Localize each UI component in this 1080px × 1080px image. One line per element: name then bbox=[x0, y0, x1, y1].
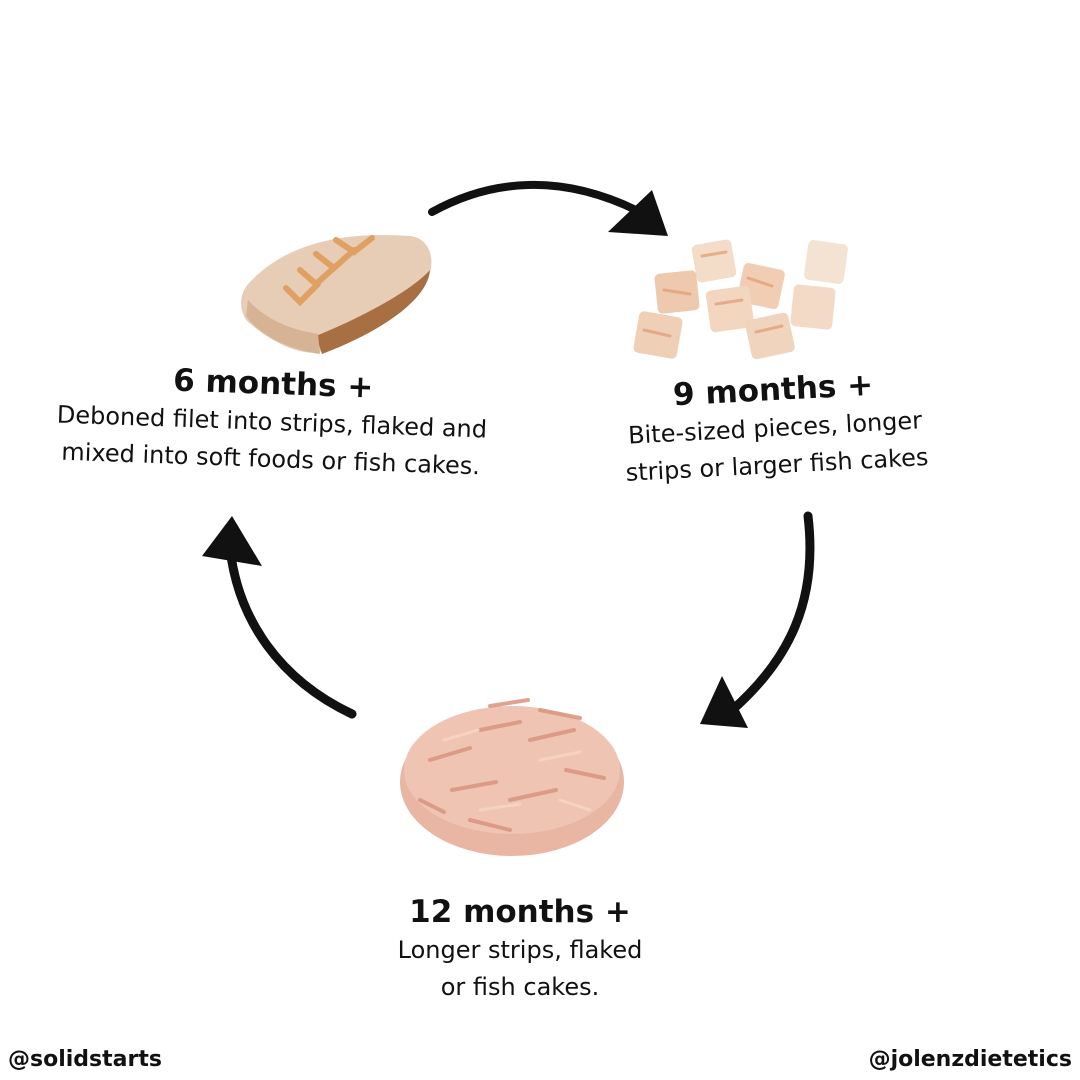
arrow-left bbox=[202, 516, 357, 719]
stage-description-line: Longer strips, flaked bbox=[397, 936, 643, 964]
arrow-top bbox=[428, 181, 668, 236]
fish-cubes-image bbox=[633, 239, 848, 360]
stage-description: Longer strips, flaked or fish cakes. bbox=[370, 932, 670, 1006]
stage-6-months: 6 months + Deboned filet into strips, fl… bbox=[38, 356, 506, 486]
flaked-fish-image bbox=[400, 698, 624, 856]
credit-right: @jolenzdietetics bbox=[868, 1047, 1072, 1072]
credit-left: @solidstarts bbox=[8, 1047, 162, 1072]
fish-filet-image bbox=[241, 234, 432, 354]
stage-9-months: 9 months + Bite-sized pieces, longer str… bbox=[597, 361, 952, 493]
stage-12-months: 12 months + Longer strips, flaked or fis… bbox=[370, 892, 670, 1006]
stage-title: 12 months + bbox=[409, 894, 631, 930]
arrow-right bbox=[700, 511, 815, 728]
stage-description-line: or fish cakes. bbox=[440, 973, 600, 1001]
